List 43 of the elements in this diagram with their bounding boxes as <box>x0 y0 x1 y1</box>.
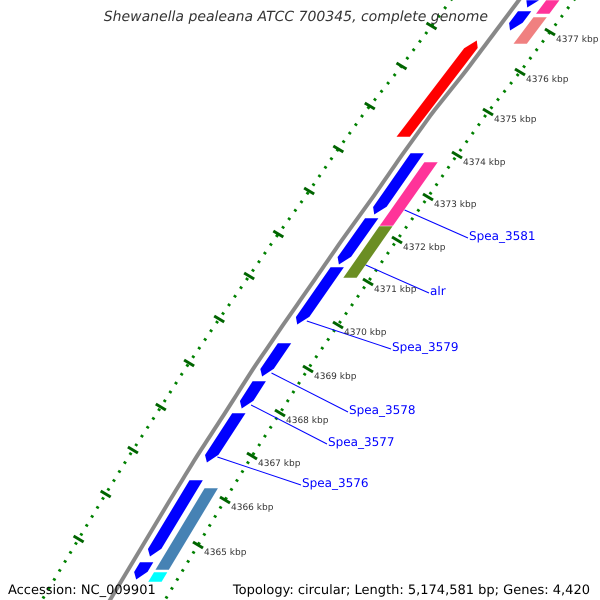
accession-text: Accession: NC_009901 <box>8 584 156 597</box>
tick-label: 4369 kbp <box>314 373 356 382</box>
gene-label: Spea_3581 <box>469 230 536 242</box>
leader-line <box>365 264 430 294</box>
tick-label: 4372 kbp <box>403 244 446 253</box>
gene-segment <box>147 572 168 582</box>
genome-summary-text: Topology: circular; Length: 5,174,581 bp; Genes: 4,420 <box>232 584 590 597</box>
tick-label: 4368 kbp <box>286 417 328 426</box>
tick-label: 4373 kbp <box>434 201 476 210</box>
tick-label: 4370 kbp <box>344 329 386 338</box>
tick-label: 4374 kbp <box>463 159 506 168</box>
gene-segment <box>342 226 394 278</box>
leader-line <box>306 320 392 350</box>
gene-segment <box>260 342 292 378</box>
gene-segment <box>395 40 478 138</box>
tick-label: 4375 kbp <box>494 116 536 125</box>
gene-segment <box>336 218 380 266</box>
gene-segment <box>147 480 204 558</box>
gene-segment <box>295 266 345 326</box>
gene-label: alr <box>430 285 446 297</box>
title: Shewanella pealeana ATCC 700345, complete genome <box>104 10 488 24</box>
gene-segment <box>508 10 532 32</box>
gene-segment <box>512 16 548 44</box>
gene-segment <box>372 152 425 216</box>
gene-segment <box>204 412 247 464</box>
gene-segment <box>133 562 154 580</box>
gene-label: Spea_3579 <box>392 341 459 353</box>
gene-segment <box>239 380 267 410</box>
gene-segment <box>526 0 540 8</box>
gene-segment <box>534 0 561 14</box>
leader-line <box>404 210 468 238</box>
tick-label: 4371 kbp <box>374 286 416 295</box>
tick-label: 4367 kbp <box>258 460 300 469</box>
gene-label: Spea_3576 <box>302 477 369 489</box>
tick-label: 4376 kbp <box>526 76 568 85</box>
gene-label: Spea_3577 <box>328 436 395 448</box>
tick-label: 4365 kbp <box>204 549 246 558</box>
leader-line <box>250 404 328 444</box>
tick-label: 4377 kbp <box>556 36 598 45</box>
leader-line <box>216 456 302 486</box>
leader-line <box>271 372 348 412</box>
tick-label: 4366 kbp <box>231 504 274 513</box>
gene-label: Spea_3578 <box>349 404 416 416</box>
